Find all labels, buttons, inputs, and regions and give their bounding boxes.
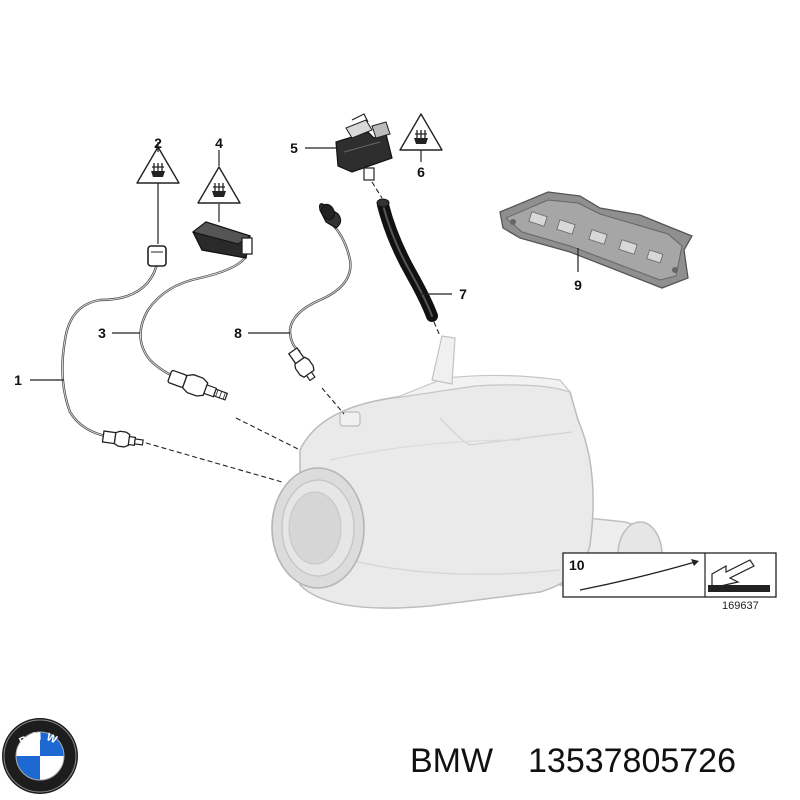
- callout-4: 4: [215, 135, 223, 151]
- electrical-warning-icon: [197, 166, 241, 204]
- electrical-warning-icon: [399, 113, 443, 151]
- sensor-1-cable: [61, 245, 283, 483]
- callout-7: 7: [459, 286, 467, 302]
- callout-6: 6: [417, 164, 425, 180]
- callout-1: 1: [14, 372, 22, 388]
- svg-text:BMW: BMW: [17, 730, 62, 748]
- callout-5: 5: [290, 140, 298, 156]
- pressure-hose-7: [371, 181, 441, 337]
- caption-part-number: 13537805726: [528, 742, 736, 780]
- sensor-8-cable: [287, 203, 352, 415]
- inset-callout-10: 10: [569, 557, 585, 573]
- caption-brand: BMW: [410, 742, 493, 780]
- callout-2: 2: [154, 135, 162, 151]
- callout-3: 3: [98, 325, 106, 341]
- callout-9: 9: [574, 277, 582, 293]
- sensor-3-cable: [139, 221, 301, 451]
- assembly-arrow-icon: [708, 559, 770, 592]
- callout-labels: 1 2 3 4 5 6 7 8 9: [14, 135, 582, 388]
- bracket-9: [499, 191, 693, 289]
- leader-lines: [30, 142, 579, 381]
- electrical-warning-icon: [136, 146, 180, 184]
- logo-lettering: BMW: [17, 730, 58, 748]
- inset-box: 10 169637: [562, 552, 777, 612]
- reference-number: 169637: [722, 600, 759, 612]
- pressure-sensor-5: [335, 113, 393, 181]
- bmw-roundel-icon: BMW: [2, 718, 78, 794]
- particulate-filter: [271, 335, 663, 609]
- callout-8: 8: [234, 325, 242, 341]
